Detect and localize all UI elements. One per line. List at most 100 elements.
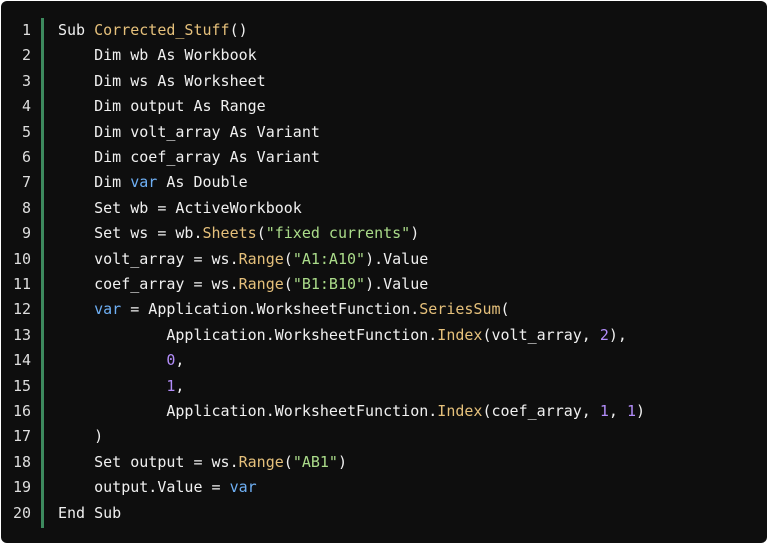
code-token: () [229,21,248,39]
code-token: (coef_array, [482,402,600,420]
code-token: ( [500,300,510,319]
code-token: 1 [166,376,176,395]
code-token: Index [437,402,483,420]
gutter-border [41,18,44,528]
code-token: ).Value [365,249,429,268]
line-number: 6 [21,148,31,166]
code-token: "B1:B10" [292,275,366,293]
line-number: 7 [21,173,31,192]
code-token: End Sub [58,503,122,522]
code-line: 16 Application.WorksheetFunction.Index(c… [1,399,645,424]
line-number: 20 [12,503,31,522]
code-token: ) [337,452,347,471]
code-token: Dim output As Range [58,97,266,116]
code-line: 7 Dim var As Double [1,170,248,195]
line-code: Set wb = ActiveWorkbook [58,196,302,221]
code-token: Sheets [202,224,257,243]
line-number: 14 [12,351,31,370]
code-token: Range [238,452,284,471]
code-token: Set output = ws. [58,452,239,471]
code-token: 1 [626,402,636,420]
line-number: 8 [21,198,31,217]
line-number: 9 [21,224,31,243]
code-line: 18 Set output = ws.Range("AB1") [1,450,347,475]
code-token: coef_array = ws. [58,275,239,293]
line-code: Set ws = wb.Sheets("fixed currents") [58,221,419,246]
code-token: 0 [166,351,176,370]
code-line: 2 Dim wb As Workbook [1,43,257,68]
line-code: Dim wb As Workbook [58,43,257,68]
code-token: ( [283,452,293,471]
code-token [58,377,166,395]
line-code: coef_array = ws.Range("B1:B10").Value [58,272,428,297]
code-token: Range [238,275,284,293]
code-token: var [130,173,158,192]
line-number: 16 [12,402,31,420]
code-token: = Application.WorksheetFunction. [121,300,420,319]
code-line: 9 Set ws = wb.Sheets("fixed currents") [1,221,419,246]
line-code: Dim output As Range [58,94,266,119]
line-number: 3 [21,71,31,90]
code-token: "A1:A10" [292,249,366,268]
code-token: Index [437,325,483,344]
code-token: , [175,351,185,370]
code-token: (volt_array, [482,325,600,344]
line-number: 12 [12,300,31,319]
line-code: Dim coef_array As Variant [58,145,320,170]
code-token: "fixed currents" [265,224,411,243]
line-code: output.Value = var [58,475,257,500]
code-line: 19 output.Value = var [1,475,257,500]
code-token: ) [410,224,420,243]
code-token: ( [283,275,293,293]
line-code: Dim var As Double [58,170,248,195]
line-number: 19 [12,478,31,497]
code-line: 20 End Sub [1,501,121,526]
line-code: var = Application.WorksheetFunction.Seri… [58,297,510,322]
line-number: 10 [12,249,31,268]
code-token: var [94,300,122,319]
line-code: Dim volt_array As Variant [58,120,320,145]
code-token: ) [635,402,646,420]
code-token: SeriesSum [419,300,501,319]
code-line: 8 Set wb = ActiveWorkbook [1,196,302,221]
line-number: 13 [12,325,31,344]
code-token: Dim ws As Worksheet [58,71,266,90]
line-number: 5 [21,122,31,141]
code-line: 15 1, [1,374,185,399]
code-line: 3 Dim ws As Worksheet [1,69,266,94]
line-code: 1, [58,374,184,399]
line-code: Sub Corrected_Stuff() [58,18,248,43]
code-token: , [608,402,627,420]
code-line: 12 var = Application.WorksheetFunction.S… [1,297,510,322]
line-code: 0, [58,348,184,373]
line-number: 15 [12,376,31,395]
code-token: ).Value [365,275,429,293]
line-code: End Sub [58,501,121,526]
code-line: 4 Dim output As Range [1,94,266,119]
code-token: var [229,478,257,497]
code-token: volt_array = ws. [58,249,239,268]
code-line: 11 coef_array = ws.Range("B1:B10").Value [1,272,428,297]
code-line: 10 volt_array = ws.Range("A1:A10").Value [1,247,428,272]
code-line: 5 Dim volt_array As Variant [1,120,320,145]
line-number: 2 [21,46,31,65]
line-number: 17 [12,427,31,446]
code-token: 1 [599,402,609,420]
line-number: 11 [12,275,31,293]
line-number: 4 [21,97,31,116]
line-code: volt_array = ws.Range("A1:A10").Value [58,247,428,272]
line-number: 1 [21,21,31,39]
line-code: Application.WorksheetFunction.Index(coef… [58,399,645,424]
code-line: 13 Application.WorksheetFunction.Index(v… [1,323,627,348]
line-number: 18 [12,452,31,471]
code-token: , [175,376,185,395]
code-token: ( [256,224,266,243]
code-line: 1 Sub Corrected_Stuff() [1,18,248,43]
line-code: Set output = ws.Range("AB1") [58,450,347,475]
code-token: 2 [599,325,609,344]
code-token: ) [58,427,104,446]
code-token [58,300,94,318]
code-token: Range [238,249,284,268]
line-code: Dim ws As Worksheet [58,69,266,94]
